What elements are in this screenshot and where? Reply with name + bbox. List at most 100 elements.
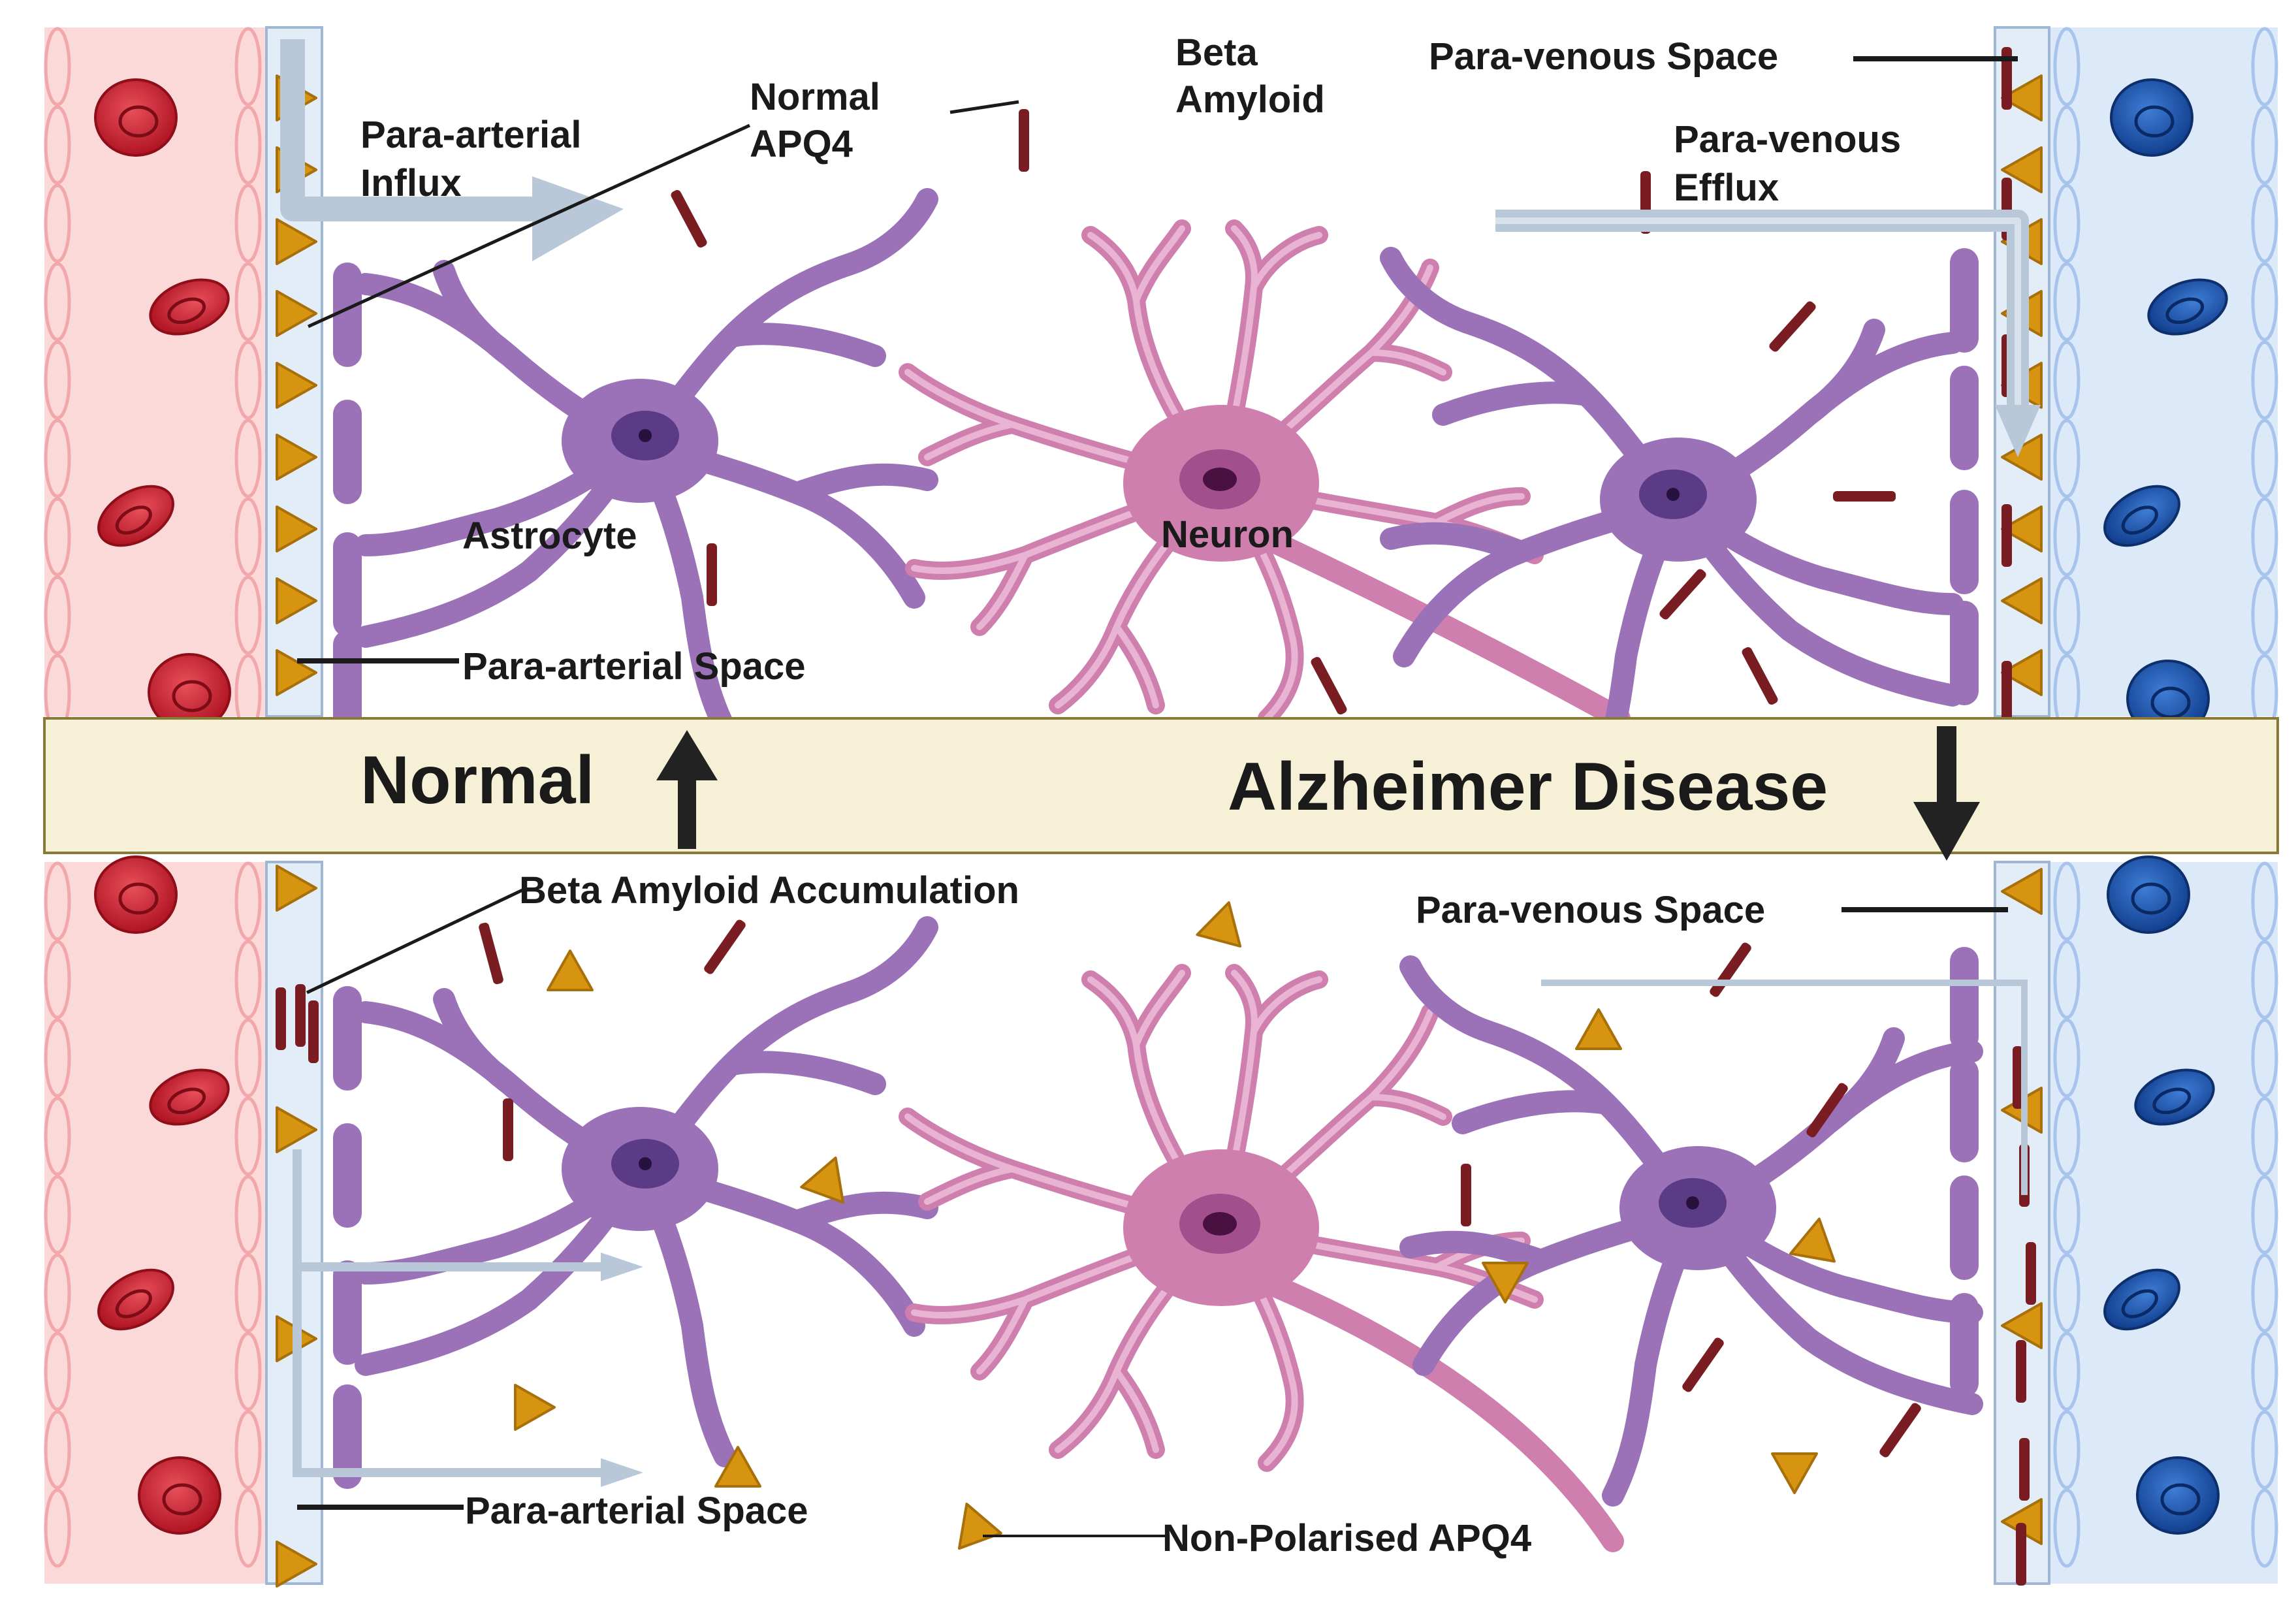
astrocyte-icon bbox=[366, 927, 927, 1456]
leader-lines bbox=[297, 56, 2018, 1537]
astrocyte-icon bbox=[1391, 258, 1953, 787]
endfoot bbox=[333, 400, 362, 504]
label-beta-amyloid-accumulation: Beta Amyloid Accumulation bbox=[519, 869, 1019, 912]
comparison-band bbox=[43, 717, 2279, 854]
endothelial-cell bbox=[44, 27, 71, 106]
apq4-channel bbox=[800, 1149, 858, 1204]
endothelial-cell bbox=[234, 1096, 262, 1176]
beta-amyloid-fragment bbox=[2016, 1340, 2026, 1403]
endothelial-cell bbox=[234, 262, 262, 342]
beta-amyloid-fragment bbox=[704, 919, 746, 974]
endothelial-cell bbox=[2053, 105, 2081, 185]
apq4-channel bbox=[1575, 1008, 1622, 1050]
label-para-venous-efflux-2: Efflux bbox=[1674, 167, 1779, 209]
beta-amyloid-fragment bbox=[707, 543, 717, 606]
label-para-arterial-space-bottom: Para-arterial Space bbox=[465, 1490, 808, 1532]
endothelial-cell bbox=[2053, 575, 2081, 655]
label-para-venous-space-top: Para-venous Space bbox=[1429, 35, 1778, 78]
endothelial-cell bbox=[234, 1018, 262, 1098]
beta-amyloid-fragment bbox=[308, 1000, 319, 1063]
endothelial-cell bbox=[2053, 184, 2081, 263]
endothelial-cell bbox=[2053, 262, 2081, 342]
endothelial-cell bbox=[44, 575, 71, 655]
endothelial-cell bbox=[234, 1488, 262, 1568]
endothelial-cell bbox=[2251, 1488, 2278, 1568]
endothelial-cell bbox=[2251, 1096, 2278, 1176]
title-normal: Normal bbox=[360, 743, 594, 818]
endothelial-cell bbox=[44, 419, 71, 498]
endothelial-cell bbox=[234, 340, 262, 420]
beta-amyloid-fragment bbox=[1879, 1403, 1921, 1458]
red-blood-cell-icon bbox=[148, 653, 231, 731]
endothelial-cell bbox=[234, 575, 262, 655]
beta-amyloid-fragment bbox=[1659, 569, 1706, 620]
title-alzheimer-disease: Alzheimer Disease bbox=[1228, 749, 1828, 825]
apq4-channel bbox=[944, 1495, 1002, 1550]
endothelial-cell bbox=[2251, 419, 2278, 498]
label-astrocyte: Astrocyte bbox=[462, 515, 637, 557]
endothelial-cell bbox=[44, 105, 71, 185]
beta-amyloid-fragment bbox=[1019, 109, 1029, 172]
beta-amyloid-fragment bbox=[1461, 1164, 1471, 1226]
endothelial-cell bbox=[44, 1488, 71, 1568]
endothelial-cell bbox=[2251, 1410, 2278, 1490]
venous-endothelium bbox=[2053, 27, 2278, 1568]
endothelial-cell bbox=[2053, 1332, 2081, 1411]
para-arterial-influx-arrow bbox=[280, 39, 624, 261]
endothelial-cell bbox=[2053, 940, 2081, 1019]
red-blood-cell-icon bbox=[138, 1456, 221, 1535]
beta-amyloid-fragment bbox=[295, 984, 306, 1047]
label-normal-apq4-1: Normal bbox=[750, 76, 880, 118]
blue-blood-cell-icon bbox=[2147, 278, 2228, 336]
label-non-polarised-apq4: Non-Polarised APQ4 bbox=[1162, 1517, 1531, 1559]
beta-amyloid-fragment bbox=[1682, 1337, 1724, 1392]
apq4-channel bbox=[1771, 1452, 1818, 1494]
endothelial-cell bbox=[234, 861, 262, 941]
endothelial-cell bbox=[2053, 1488, 2081, 1568]
beta-amyloid-fragment bbox=[1769, 301, 1816, 352]
endothelial-cell bbox=[2053, 1410, 2081, 1490]
blue-blood-cells bbox=[2103, 78, 2228, 1535]
endothelial-cell bbox=[2251, 27, 2278, 106]
endothelial-cell bbox=[44, 1410, 71, 1490]
endothelial-cell bbox=[234, 1332, 262, 1411]
beta-amyloid-fragment bbox=[503, 1098, 513, 1161]
para-venous-efflux-arrow bbox=[1495, 210, 2041, 457]
beta-amyloid-fragment bbox=[2001, 504, 2012, 567]
endfoot bbox=[1950, 366, 1979, 470]
blue-blood-cell-icon bbox=[2107, 855, 2190, 934]
weak-efflux-arrow bbox=[1541, 980, 2028, 1195]
endothelial-cell bbox=[44, 1175, 71, 1254]
label-beta-amyloid-2: Amyloid bbox=[1175, 78, 1325, 121]
endothelial-cell bbox=[2251, 340, 2278, 420]
blue-blood-cell-icon bbox=[2103, 485, 2180, 547]
endothelial-cell bbox=[2251, 861, 2278, 941]
endothelial-cell bbox=[44, 1332, 71, 1411]
beta-amyloid-fragment bbox=[479, 922, 503, 985]
beta-amyloid-fragment bbox=[1806, 1083, 1848, 1138]
beta-amyloid-fragment bbox=[2026, 1242, 2036, 1305]
endfoot bbox=[333, 1123, 362, 1228]
blue-blood-cell-icon bbox=[2110, 78, 2193, 157]
endothelial-cell bbox=[44, 1096, 71, 1176]
label-para-venous-efflux-1: Para-venous bbox=[1674, 118, 1901, 161]
beta-amyloid-fragments bbox=[276, 47, 2036, 1586]
arrow-up-icon bbox=[656, 730, 718, 849]
apq4-channel bbox=[1196, 895, 1252, 948]
apq4-channel bbox=[547, 950, 594, 991]
beta-amyloid-fragment bbox=[1833, 491, 1896, 502]
endothelial-cell bbox=[2053, 1253, 2081, 1333]
endfoot bbox=[333, 986, 362, 1091]
endothelial-cell bbox=[2053, 1018, 2081, 1098]
endothelial-cell bbox=[44, 940, 71, 1019]
label-para-arterial-influx-2: Influx bbox=[360, 162, 462, 204]
apq4-channel bbox=[1789, 1213, 1843, 1263]
weak-influx-arrows bbox=[293, 1149, 643, 1487]
endothelial-cell bbox=[2251, 262, 2278, 342]
label-para-venous-space-bottom: Para-venous Space bbox=[1416, 889, 1765, 931]
endothelial-cell bbox=[234, 27, 262, 106]
blue-blood-cell-icon bbox=[2134, 1068, 2215, 1126]
endothelial-cell bbox=[44, 262, 71, 342]
endothelial-cell bbox=[2251, 105, 2278, 185]
endfoot bbox=[1950, 1175, 1979, 1280]
